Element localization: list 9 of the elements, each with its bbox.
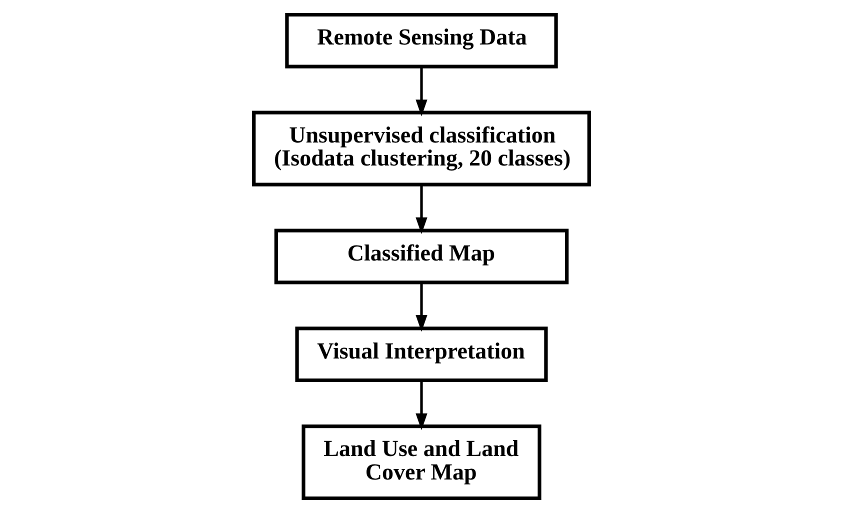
node-box: Classified Map — [274, 228, 568, 284]
arrow — [415, 282, 427, 332]
node-box: Land Use and Land Cover Map — [301, 424, 541, 500]
node-box: Unsupervised classification (Isodata clustering, 20 classes) — [252, 110, 590, 186]
arrow — [415, 184, 427, 234]
arrow — [415, 380, 427, 430]
arrow — [415, 66, 427, 116]
node-box: Remote Sensing Data — [284, 12, 558, 68]
node-box: Visual Interpretation — [294, 326, 548, 382]
